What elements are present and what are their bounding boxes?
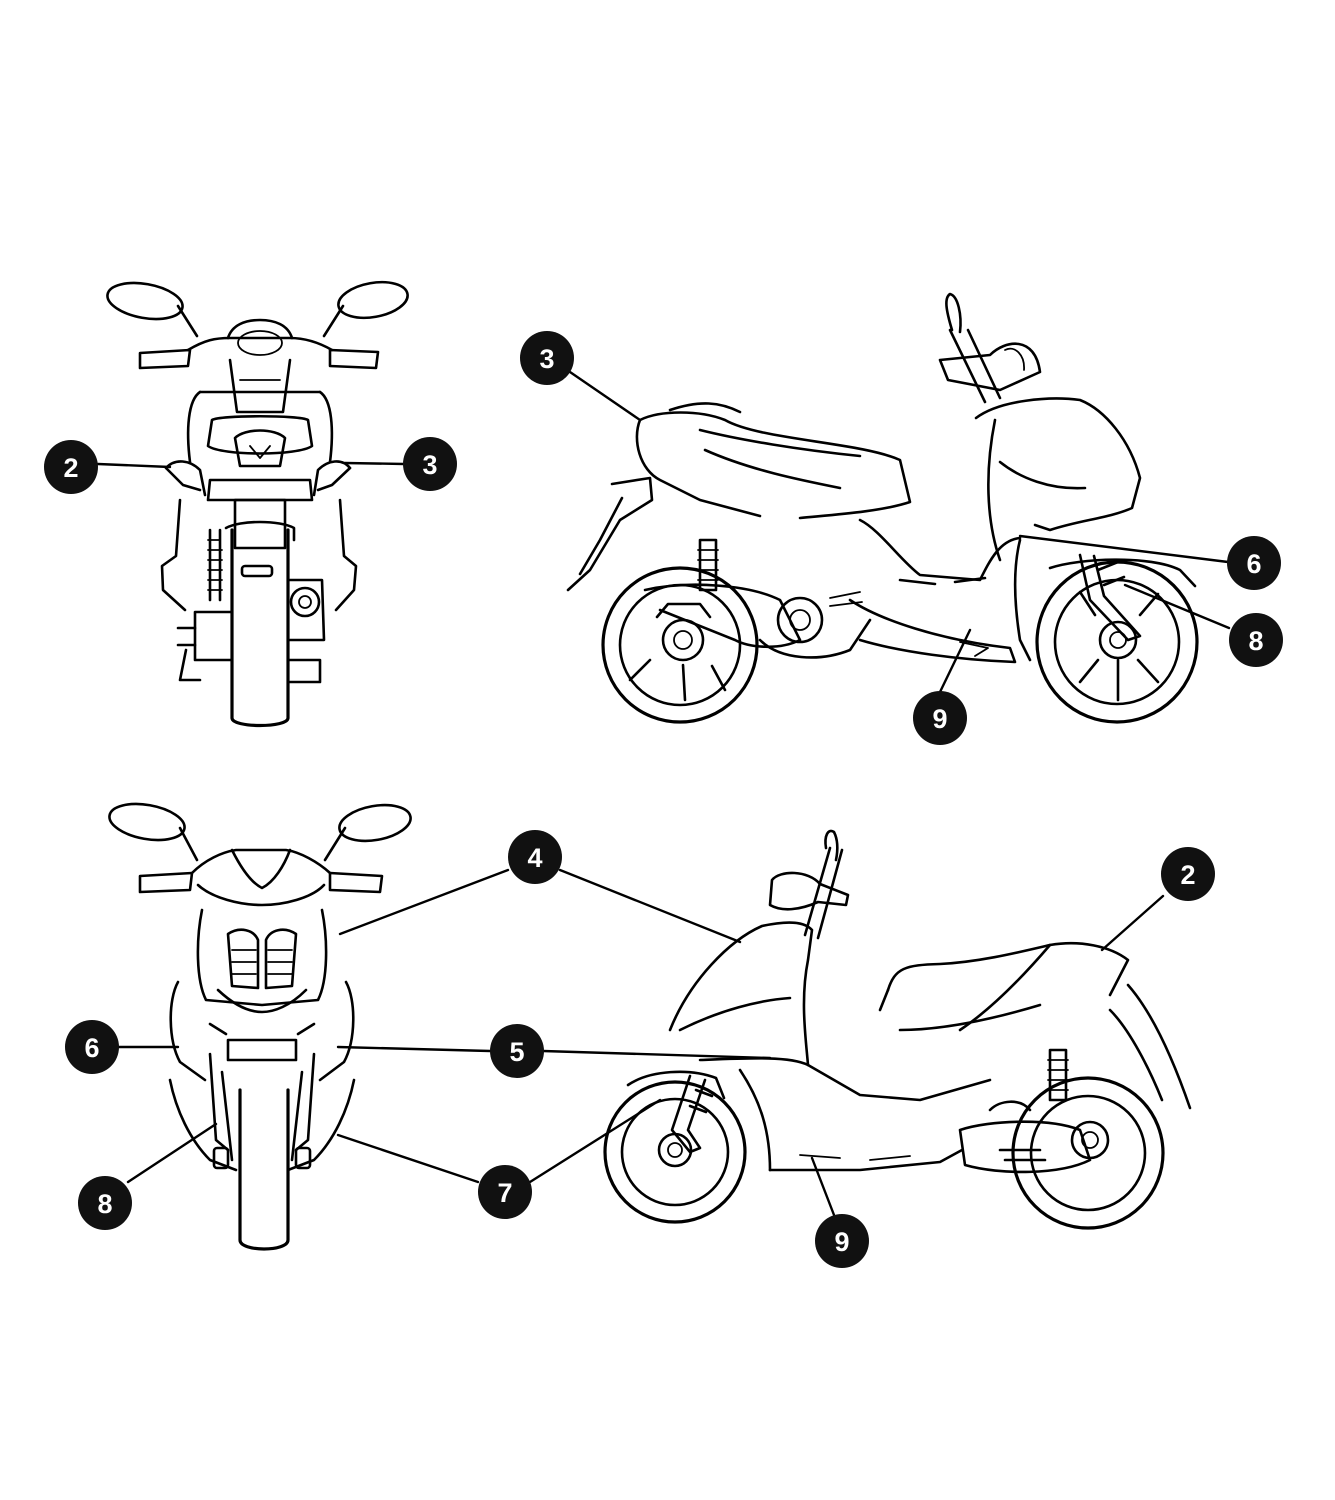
- callout-8-top-side: 8: [1229, 613, 1283, 667]
- right-side-view-scooter: [603, 829, 1192, 1230]
- left-side-view-scooter: [566, 292, 1199, 724]
- callout-7: 7: [478, 1165, 532, 1219]
- callout-3-top-side: 3: [520, 331, 574, 385]
- svg-text:8: 8: [1248, 626, 1263, 656]
- svg-text:4: 4: [527, 843, 542, 873]
- callout-2-top-front: 2: [44, 440, 98, 494]
- svg-text:5: 5: [509, 1037, 524, 1067]
- callout-3-top-front: 3: [403, 437, 457, 491]
- svg-text:6: 6: [1246, 549, 1261, 579]
- svg-text:3: 3: [422, 450, 437, 480]
- callout-9-bottom-side: 9: [815, 1214, 869, 1268]
- svg-text:2: 2: [63, 453, 78, 483]
- svg-text:6: 6: [84, 1033, 99, 1063]
- callout-8-bottom-front: 8: [78, 1176, 132, 1230]
- svg-text:8: 8: [97, 1189, 112, 1219]
- svg-text:9: 9: [932, 704, 947, 734]
- rear-view-scooter: [106, 280, 409, 728]
- callout-4: 4: [508, 830, 562, 884]
- svg-text:2: 2: [1180, 860, 1195, 890]
- leader-lines: [96, 370, 1231, 1217]
- front-view-scooter: [108, 802, 412, 1251]
- svg-text:9: 9: [834, 1227, 849, 1257]
- svg-text:3: 3: [539, 344, 554, 374]
- callout-6-bottom-front: 6: [65, 1020, 119, 1074]
- svg-text:7: 7: [497, 1178, 512, 1208]
- callout-5: 5: [490, 1024, 544, 1078]
- callout-2-bottom-side: 2: [1161, 847, 1215, 901]
- callout-9-top-side: 9: [913, 691, 967, 745]
- callout-6-top-side: 6: [1227, 536, 1281, 590]
